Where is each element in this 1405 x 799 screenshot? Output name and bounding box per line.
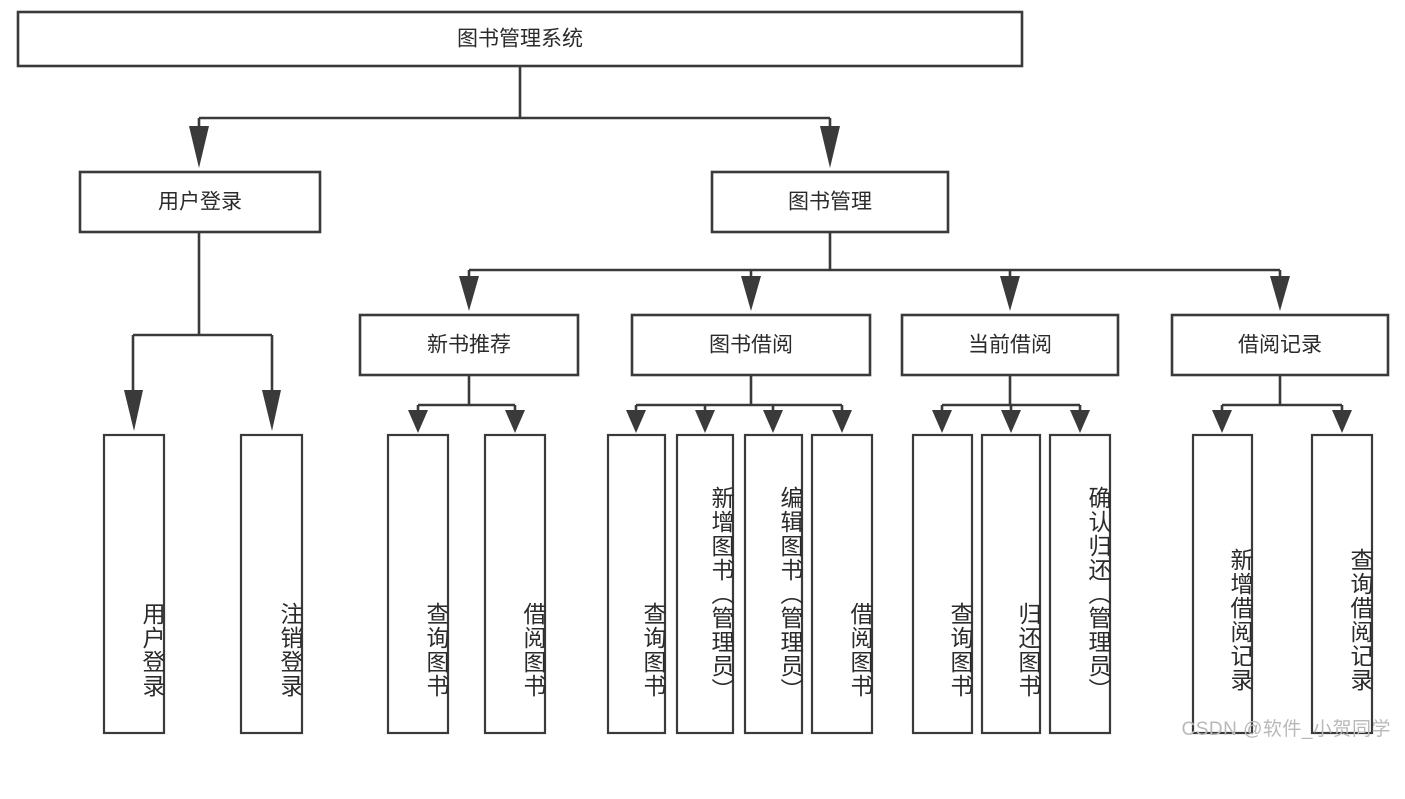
arrowhead-leaf-confirm-return <box>1070 410 1090 433</box>
arrowhead-user-login <box>189 126 209 168</box>
node-book-borrow-label: 图书借阅 <box>709 334 793 357</box>
node-leaf-borrow-book-2-box[interactable] <box>810 433 874 735</box>
arrowhead-book-borrow <box>741 276 761 311</box>
arrowhead-leaf-edit-book <box>763 410 783 433</box>
arrowhead-leaf-query-record <box>1332 410 1352 433</box>
node-root-label: 图书管理系统 <box>457 28 583 51</box>
arrowhead-leaf-user-login <box>124 390 143 431</box>
arrowhead-borrow-record <box>1270 276 1290 311</box>
connector-book-manage-trunk <box>467 232 1282 278</box>
node-borrow-record-box[interactable] <box>1170 313 1390 377</box>
node-leaf-logout-box[interactable] <box>239 433 304 735</box>
arrowhead-leaf-borrow-book-1 <box>505 410 525 433</box>
leaf-box-layer <box>102 433 1374 735</box>
node-leaf-confirm-return-box[interactable] <box>1048 433 1112 735</box>
arrowhead-new-book-recommend <box>459 276 479 311</box>
node-user-login-label: 用户登录 <box>158 191 242 214</box>
node-leaf-user-login-box[interactable] <box>102 433 166 735</box>
node-root[interactable]: 图书管理系统 <box>16 10 1024 68</box>
node-leaf-query-book-1-box[interactable] <box>386 433 450 735</box>
node-leaf-add-record-box[interactable] <box>1191 433 1254 735</box>
watermark-text: CSDN @软件_小贺同学 <box>1181 719 1391 740</box>
connector-root-trunk <box>197 66 832 128</box>
node-leaf-query-book-3-box[interactable] <box>911 433 974 735</box>
arrowhead-book-manage <box>820 126 840 168</box>
arrowhead-leaf-add-record <box>1212 410 1232 433</box>
arrowhead-leaf-add-book <box>695 410 715 433</box>
arrowhead-current-borrow <box>1000 276 1020 311</box>
arrowhead-leaf-return-book <box>1001 410 1021 433</box>
connector-borrow-record-trunk <box>1220 375 1344 412</box>
arrowhead-leaf-logout <box>262 390 281 431</box>
node-borrow-record-label: 借阅记录 <box>1238 334 1322 357</box>
node-leaf-borrow-book-1-box[interactable] <box>483 433 547 735</box>
node-user-login[interactable]: 用户登录 <box>78 170 322 234</box>
node-borrow-record[interactable]: 借阅记录 <box>1170 313 1390 377</box>
node-current-borrow-label: 当前借阅 <box>968 334 1052 357</box>
arrowhead-leaf-borrow-book-2 <box>832 410 852 433</box>
node-user-login-box[interactable] <box>78 170 322 234</box>
diagram-root: 图书管理系统 用户登录 图书管理 新书推荐 图书借阅 当前借阅 借阅记录 <box>16 10 1391 740</box>
arrowhead-leaf-query-book-3 <box>932 410 952 433</box>
connector-new-book-recommend-trunk <box>416 375 517 412</box>
node-new-book-recommend[interactable]: 新书推荐 <box>358 313 580 377</box>
connector-book-borrow-trunk <box>634 375 844 412</box>
node-current-borrow-box[interactable] <box>900 313 1120 377</box>
node-book-manage-box[interactable] <box>710 170 950 234</box>
flowchart-svg: 图书管理系统 用户登录 图书管理 新书推荐 图书借阅 当前借阅 借阅记录 <box>16 10 1390 735</box>
connector-user-login-trunk <box>131 232 274 392</box>
connector-current-borrow-trunk <box>940 375 1082 412</box>
node-new-book-recommend-label: 新书推荐 <box>427 334 511 357</box>
node-new-book-recommend-box[interactable] <box>358 313 580 377</box>
node-current-borrow[interactable]: 当前借阅 <box>900 313 1120 377</box>
node-root-box[interactable] <box>16 10 1024 68</box>
node-leaf-query-record-box[interactable] <box>1310 433 1374 735</box>
node-book-borrow[interactable]: 图书借阅 <box>630 313 872 377</box>
node-leaf-edit-book-box[interactable] <box>743 433 804 735</box>
node-leaf-return-book-box[interactable] <box>980 433 1042 735</box>
arrowhead-leaf-query-book-1 <box>408 410 428 433</box>
node-leaf-query-book-2-box[interactable] <box>606 433 667 735</box>
node-book-manage[interactable]: 图书管理 <box>710 170 950 234</box>
node-book-borrow-box[interactable] <box>630 313 872 377</box>
arrowhead-leaf-query-book-2 <box>626 410 646 433</box>
node-book-manage-label: 图书管理 <box>788 191 872 214</box>
node-leaf-add-book-box[interactable] <box>675 433 735 735</box>
connector-layer <box>124 66 1352 433</box>
